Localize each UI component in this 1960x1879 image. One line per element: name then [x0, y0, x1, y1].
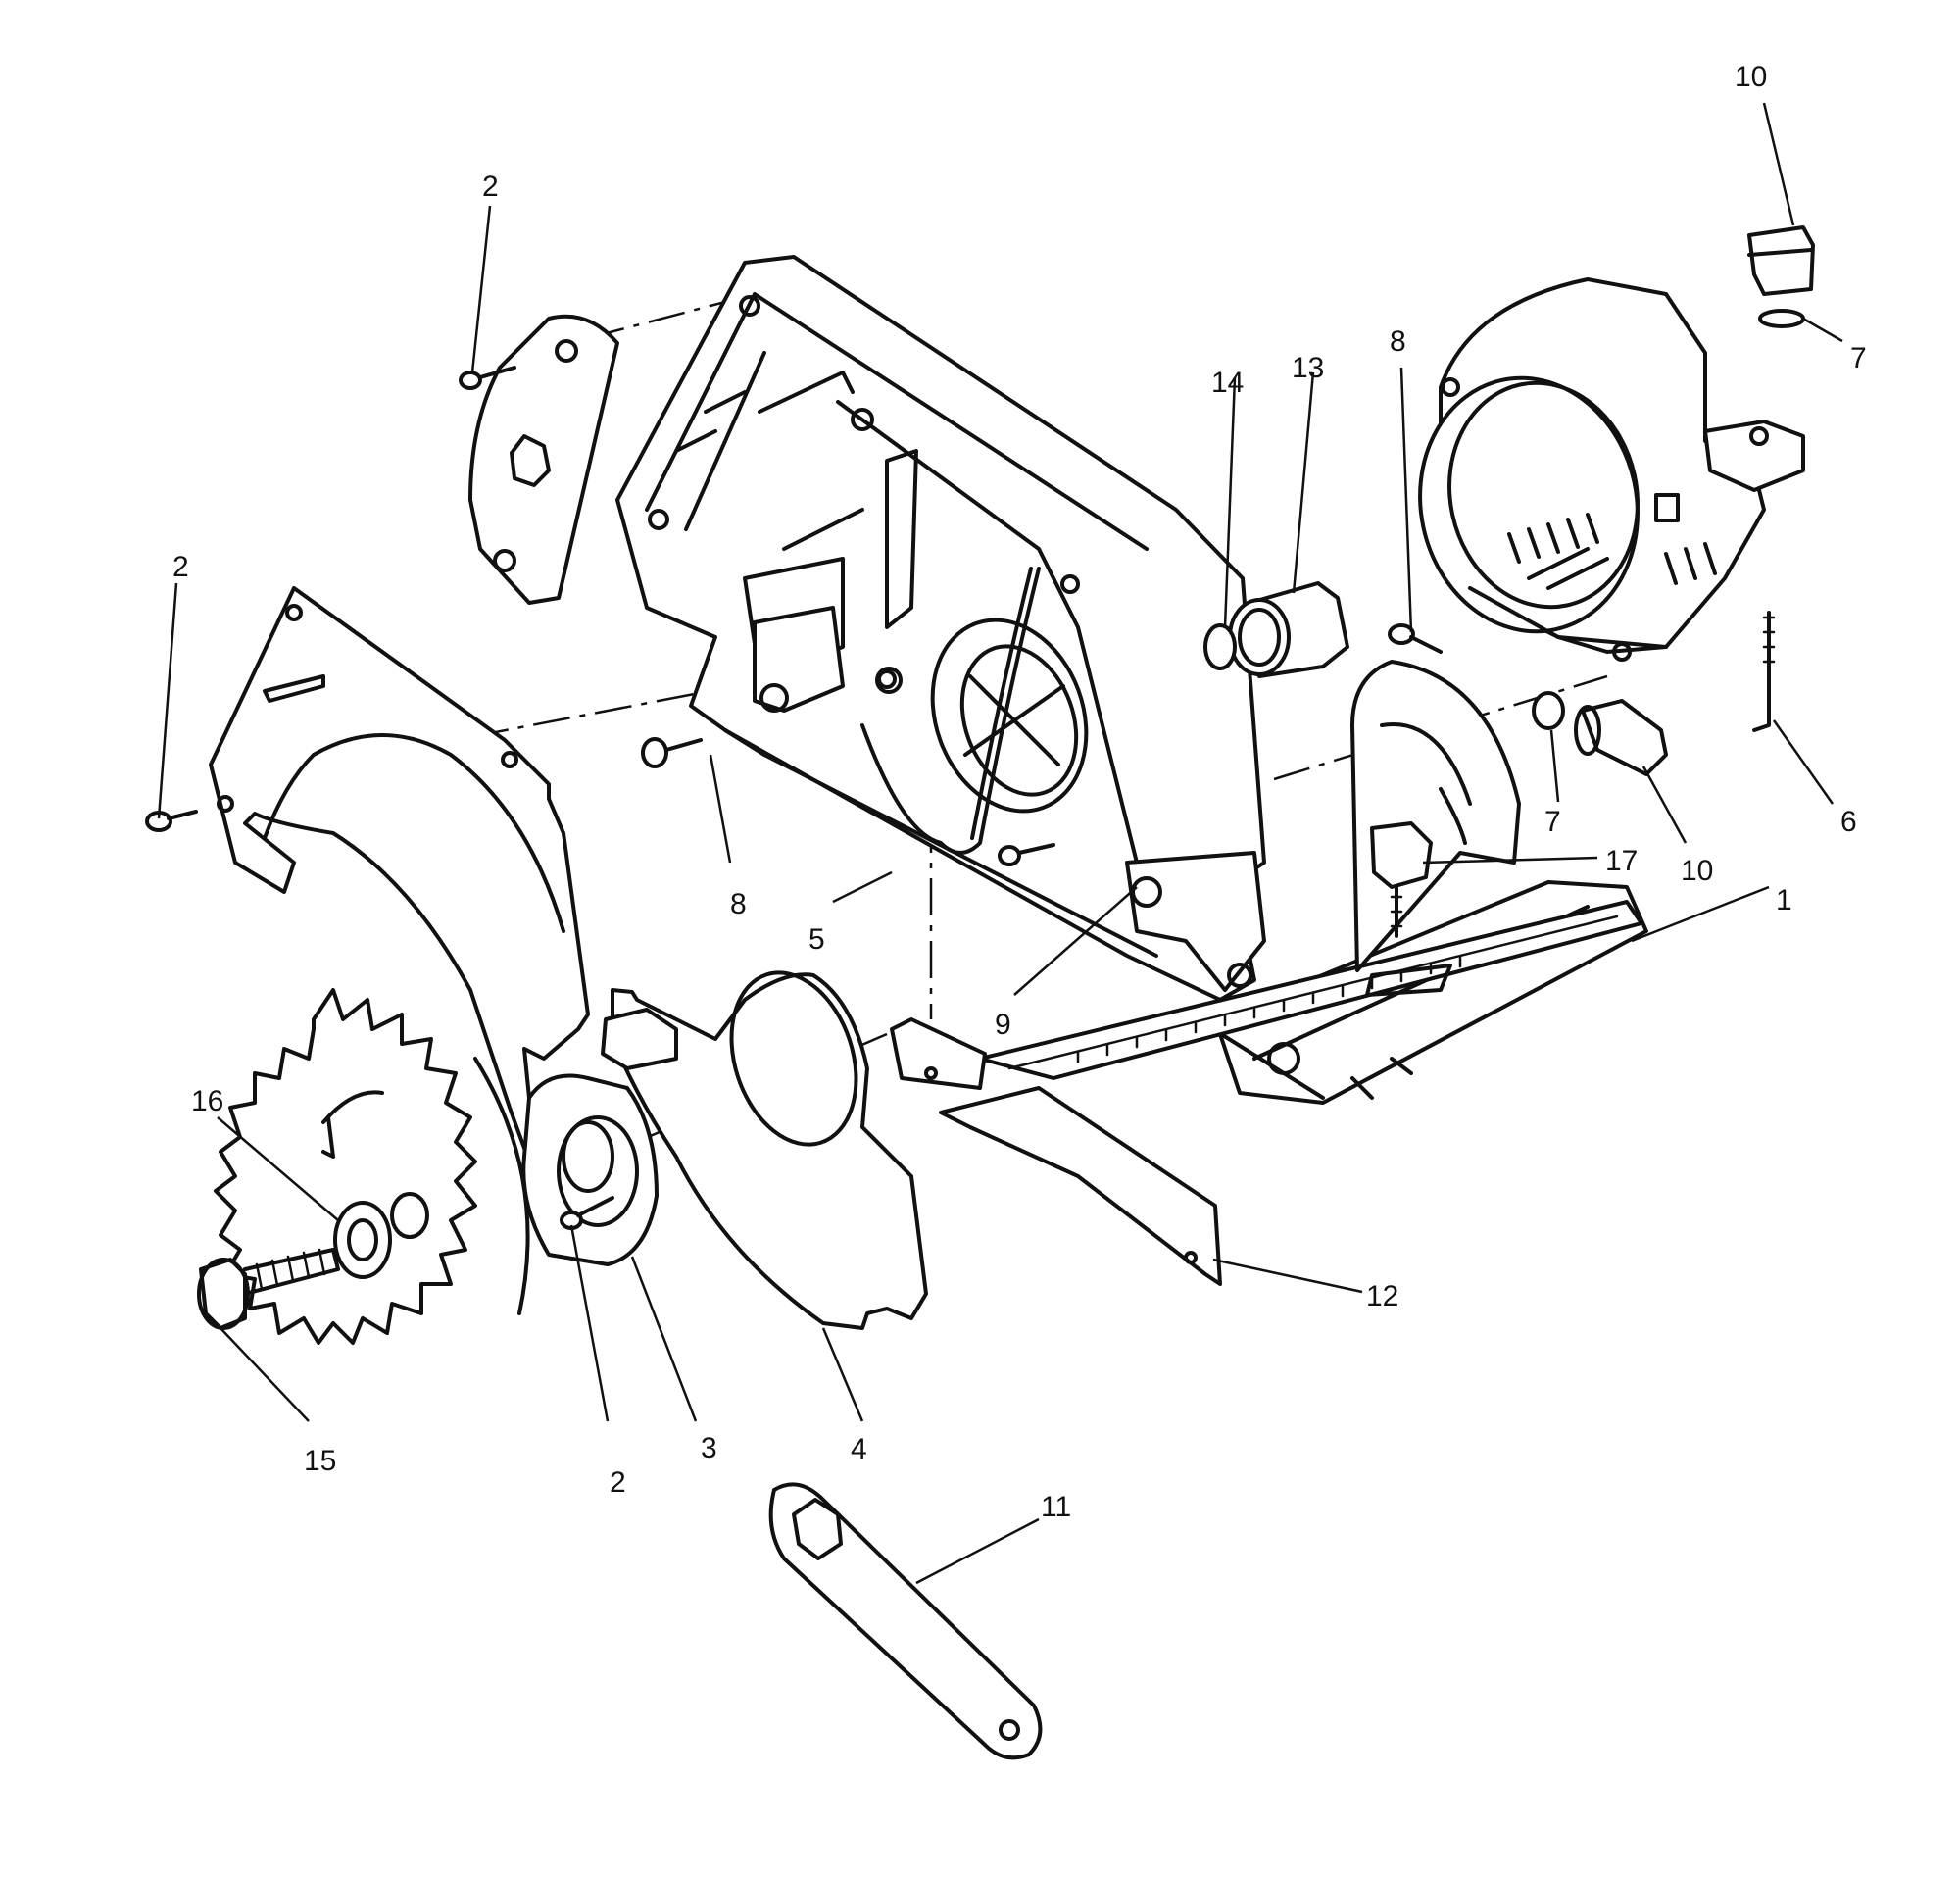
screw-bottom: [560, 1196, 614, 1230]
screw-right: [1388, 623, 1443, 654]
label-part-2-top: 2: [482, 171, 499, 203]
screw-top: [459, 366, 516, 390]
label-part-12: 12: [1366, 1280, 1398, 1312]
screw-middle: [641, 737, 1055, 866]
label-part-14: 14: [1211, 367, 1244, 399]
label-part-2-left: 2: [172, 551, 189, 583]
locking-knob: [1370, 821, 1433, 938]
label-part-8-left: 8: [730, 888, 747, 920]
label-part-7-top: 7: [1850, 342, 1867, 374]
label-part-6: 6: [1840, 806, 1857, 838]
upper-blade-guard: [209, 586, 590, 1217]
label-part-3: 3: [701, 1432, 717, 1464]
washer: [333, 1201, 392, 1279]
label-part-10-side: 10: [1681, 855, 1713, 887]
lower-blade-guard: [601, 970, 928, 1330]
label-part-5: 5: [808, 923, 825, 956]
main-housing: [615, 255, 1266, 1002]
leader-lines: [157, 102, 1843, 1585]
part-number-labels: 10 7 6 10 7 17 1 8 13 14 9 5 8 2 2 12 11…: [172, 61, 1867, 1523]
motor-housing: [1418, 277, 1805, 662]
label-part-2-bottom: 2: [610, 1466, 626, 1499]
pin: [1752, 611, 1776, 732]
label-part-4: 4: [851, 1433, 867, 1465]
label-part-17: 17: [1605, 845, 1638, 877]
label-part-16: 16: [191, 1085, 223, 1117]
depth-bracket: [1350, 660, 1521, 997]
spanner-wrench: [768, 1482, 1043, 1760]
cover-plate: [468, 314, 619, 605]
brush-cap-top: [1747, 225, 1815, 328]
label-part-13: 13: [1292, 352, 1324, 384]
screw-left: [145, 810, 198, 832]
label-part-15: 15: [304, 1445, 336, 1477]
label-part-10-top: 10: [1735, 61, 1767, 93]
label-part-9: 9: [995, 1009, 1011, 1041]
label-part-11: 11: [1041, 1491, 1071, 1523]
brush-cap-side: [1532, 691, 1668, 776]
flange: [521, 1073, 659, 1266]
rip-fence: [890, 900, 1643, 1286]
arbor-bolt: [197, 1248, 340, 1330]
bearing: [1203, 581, 1349, 678]
label-part-8-right: 8: [1390, 325, 1406, 358]
label-part-7-side: 7: [1544, 806, 1561, 838]
label-part-1: 1: [1776, 884, 1792, 916]
